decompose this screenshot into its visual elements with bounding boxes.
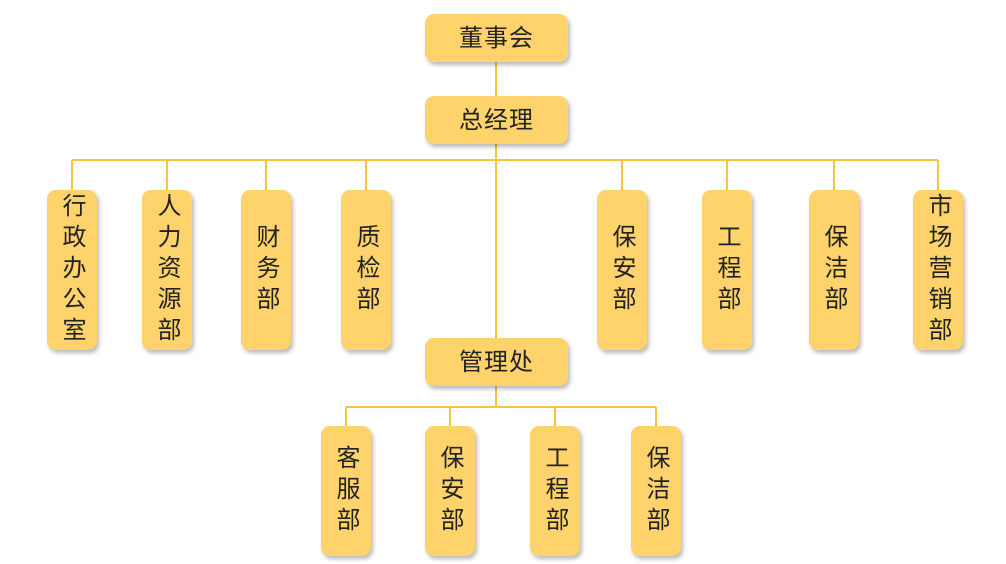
- node-dept-marketing-label: 市场营销部: [924, 192, 952, 348]
- node-dept-quality[interactable]: 质检部: [341, 190, 391, 350]
- node-dept-security[interactable]: 保安部: [597, 190, 647, 350]
- node-management-office-label: 管理处: [459, 348, 534, 376]
- node-mgmt-security-label: 保安部: [436, 444, 464, 538]
- node-dept-hr-label: 人力资源部: [153, 192, 181, 348]
- node-mgmt-engineering[interactable]: 工程部: [530, 426, 580, 556]
- node-dept-quality-label: 质检部: [352, 223, 380, 317]
- node-management-office[interactable]: 管理处: [425, 338, 568, 386]
- node-dept-finance[interactable]: 财务部: [241, 190, 291, 350]
- node-dept-cleaning[interactable]: 保洁部: [809, 190, 859, 350]
- node-board[interactable]: 董事会: [425, 14, 568, 62]
- node-dept-security-label: 保安部: [608, 223, 636, 317]
- node-general-manager[interactable]: 总经理: [425, 96, 568, 144]
- node-general-manager-label: 总经理: [459, 106, 534, 134]
- node-dept-admin-label: 行政办公室: [58, 192, 86, 348]
- node-mgmt-security[interactable]: 保安部: [425, 426, 475, 556]
- node-dept-hr[interactable]: 人力资源部: [142, 190, 192, 350]
- node-mgmt-cleaning[interactable]: 保洁部: [631, 426, 681, 556]
- node-dept-marketing[interactable]: 市场营销部: [913, 190, 963, 350]
- node-mgmt-engineering-label: 工程部: [541, 444, 569, 538]
- node-dept-engineering[interactable]: 工程部: [702, 190, 752, 350]
- node-mgmt-service[interactable]: 客服部: [321, 426, 371, 556]
- node-dept-admin[interactable]: 行政办公室: [47, 190, 97, 350]
- node-mgmt-cleaning-label: 保洁部: [642, 444, 670, 538]
- node-dept-finance-label: 财务部: [252, 223, 280, 317]
- node-dept-cleaning-label: 保洁部: [820, 223, 848, 317]
- node-mgmt-service-label: 客服部: [332, 444, 360, 538]
- node-dept-engineering-label: 工程部: [713, 223, 741, 317]
- node-board-label: 董事会: [459, 24, 534, 52]
